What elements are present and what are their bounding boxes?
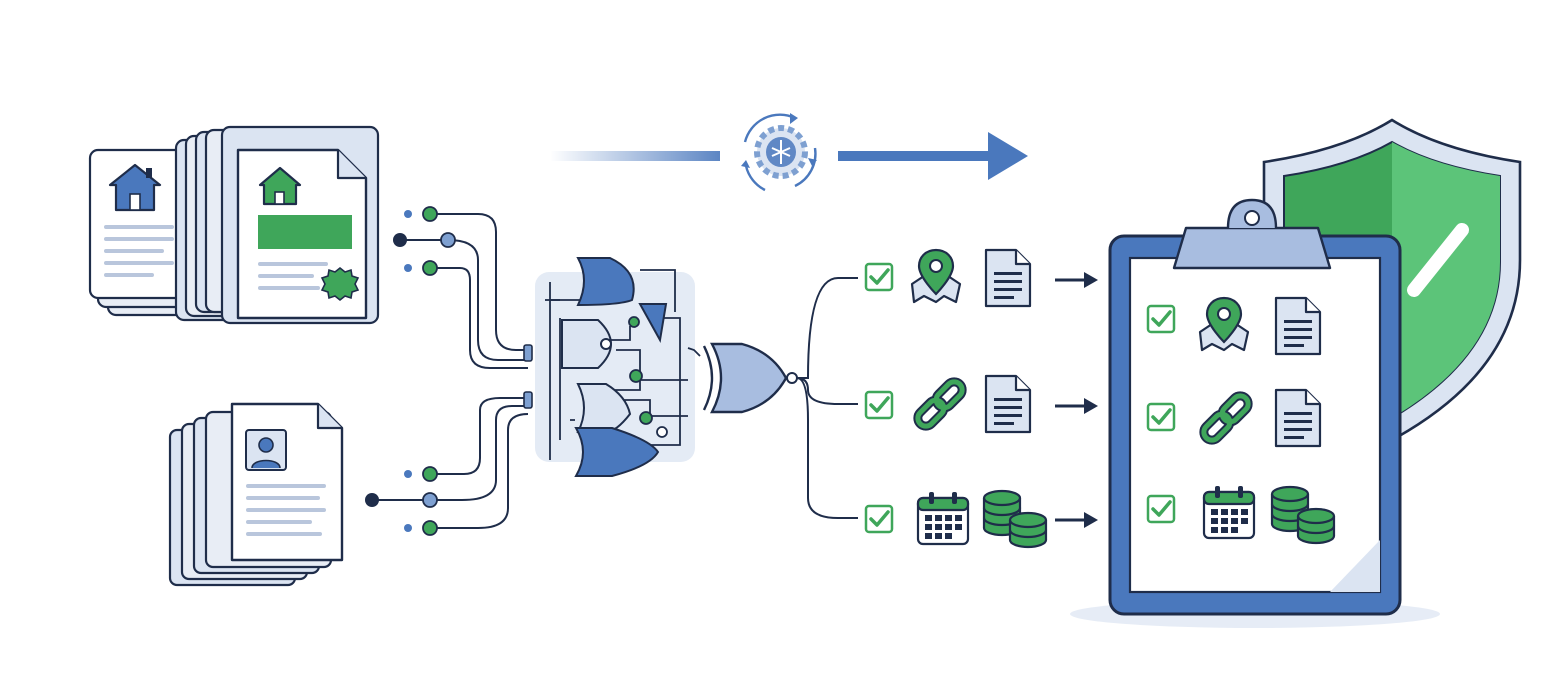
identity-document-stack: [168, 402, 344, 587]
input-nodes: [365, 206, 456, 536]
process-flow-arrow: [550, 132, 1028, 180]
document-icon: [1274, 296, 1322, 356]
logic-gate-network: [523, 257, 695, 477]
link-icon: [915, 379, 966, 430]
junction-nodes: [523, 344, 533, 409]
not-gate: [628, 303, 668, 343]
property-document-stack: [88, 125, 380, 325]
nor-gate: [574, 426, 668, 477]
map-pin-icon: [910, 248, 962, 304]
and-gate: [561, 319, 612, 369]
calendar-icon: [916, 490, 970, 546]
xor-gate: [687, 342, 798, 414]
document-icon: [984, 248, 1032, 308]
checkbox-checked-icon: [1146, 304, 1176, 334]
gear-brain-cycle-icon: [741, 113, 817, 192]
check-row-link: [864, 374, 1098, 434]
nor-gate: [576, 369, 653, 433]
checkbox-checked-icon: [1146, 494, 1176, 524]
input-connectors: [372, 213, 529, 529]
calendar-icon: [1202, 484, 1256, 540]
house-icon: [108, 163, 162, 212]
document-icon: [984, 374, 1032, 434]
document-icon: [1274, 388, 1322, 448]
person-icon: [245, 429, 287, 471]
clipboard-clip: [1172, 198, 1332, 270]
highlight-bar: [258, 215, 352, 249]
seal-icon: [320, 266, 360, 302]
checkbox-checked-icon: [864, 504, 894, 534]
checkbox-checked-icon: [864, 262, 894, 292]
check-row-schedule: [864, 489, 1098, 549]
checkbox-checked-icon: [864, 390, 894, 420]
house-icon: [258, 166, 302, 206]
check-row-location: [864, 248, 1098, 308]
coins-icon: [982, 489, 1048, 549]
nand-gate: [576, 257, 635, 307]
checkbox-checked-icon: [1146, 402, 1176, 432]
output-branches: [796, 277, 858, 519]
verified-checklist-clipboard: [1108, 198, 1402, 616]
